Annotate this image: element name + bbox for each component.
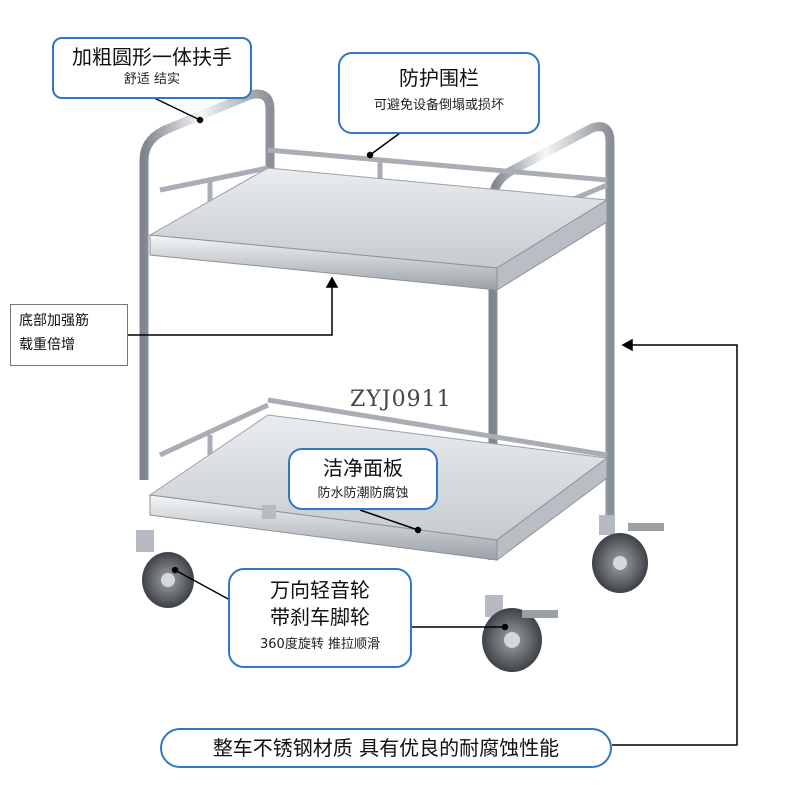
front-posts [139, 240, 498, 600]
caster-callout-line1: 万向轻音轮 [270, 578, 370, 602]
casters [136, 505, 664, 672]
rib-callout: 底部加强筋 载重倍增 [10, 304, 128, 366]
caster-callout: 万向轻音轮 带刹车脚轮 360度旋转 推拉顺滑 [228, 568, 412, 668]
handle-callout-title: 加粗圆形一体扶手 [72, 45, 232, 69]
rib-callout-line2: 载重倍增 [19, 337, 75, 353]
material-callout-text: 整车不锈钢材质 具有优良的耐腐蚀性能 [212, 736, 560, 760]
handle-callout-sub: 舒适 结实 [123, 72, 181, 87]
guardrail-callout-title: 防护围栏 [399, 66, 479, 90]
rib-callout-line1: 底部加强筋 [19, 313, 89, 329]
panel-callout: 洁净面板 防水防潮防腐蚀 [288, 448, 438, 510]
guardrail-callout-sub: 可避免设备倒塌或损坏 [373, 98, 504, 113]
caster-callout-sub: 360度旋转 推拉顺滑 [260, 637, 380, 652]
panel-callout-sub: 防水防潮防腐蚀 [317, 486, 409, 501]
upper-tray [148, 167, 609, 291]
material-callout: 整车不锈钢材质 具有优良的耐腐蚀性能 [160, 728, 612, 768]
caster-callout-line2: 带刹车脚轮 [270, 605, 370, 629]
watermark: ZYJ0911 [350, 387, 452, 412]
pointer-lines [125, 95, 738, 746]
guardrail-callout: 防护围栏 可避免设备倒塌或损坏 [338, 52, 540, 134]
panel-callout-title: 洁净面板 [323, 456, 403, 480]
handle-callout: 加粗圆形一体扶手 舒适 结实 [52, 37, 252, 99]
